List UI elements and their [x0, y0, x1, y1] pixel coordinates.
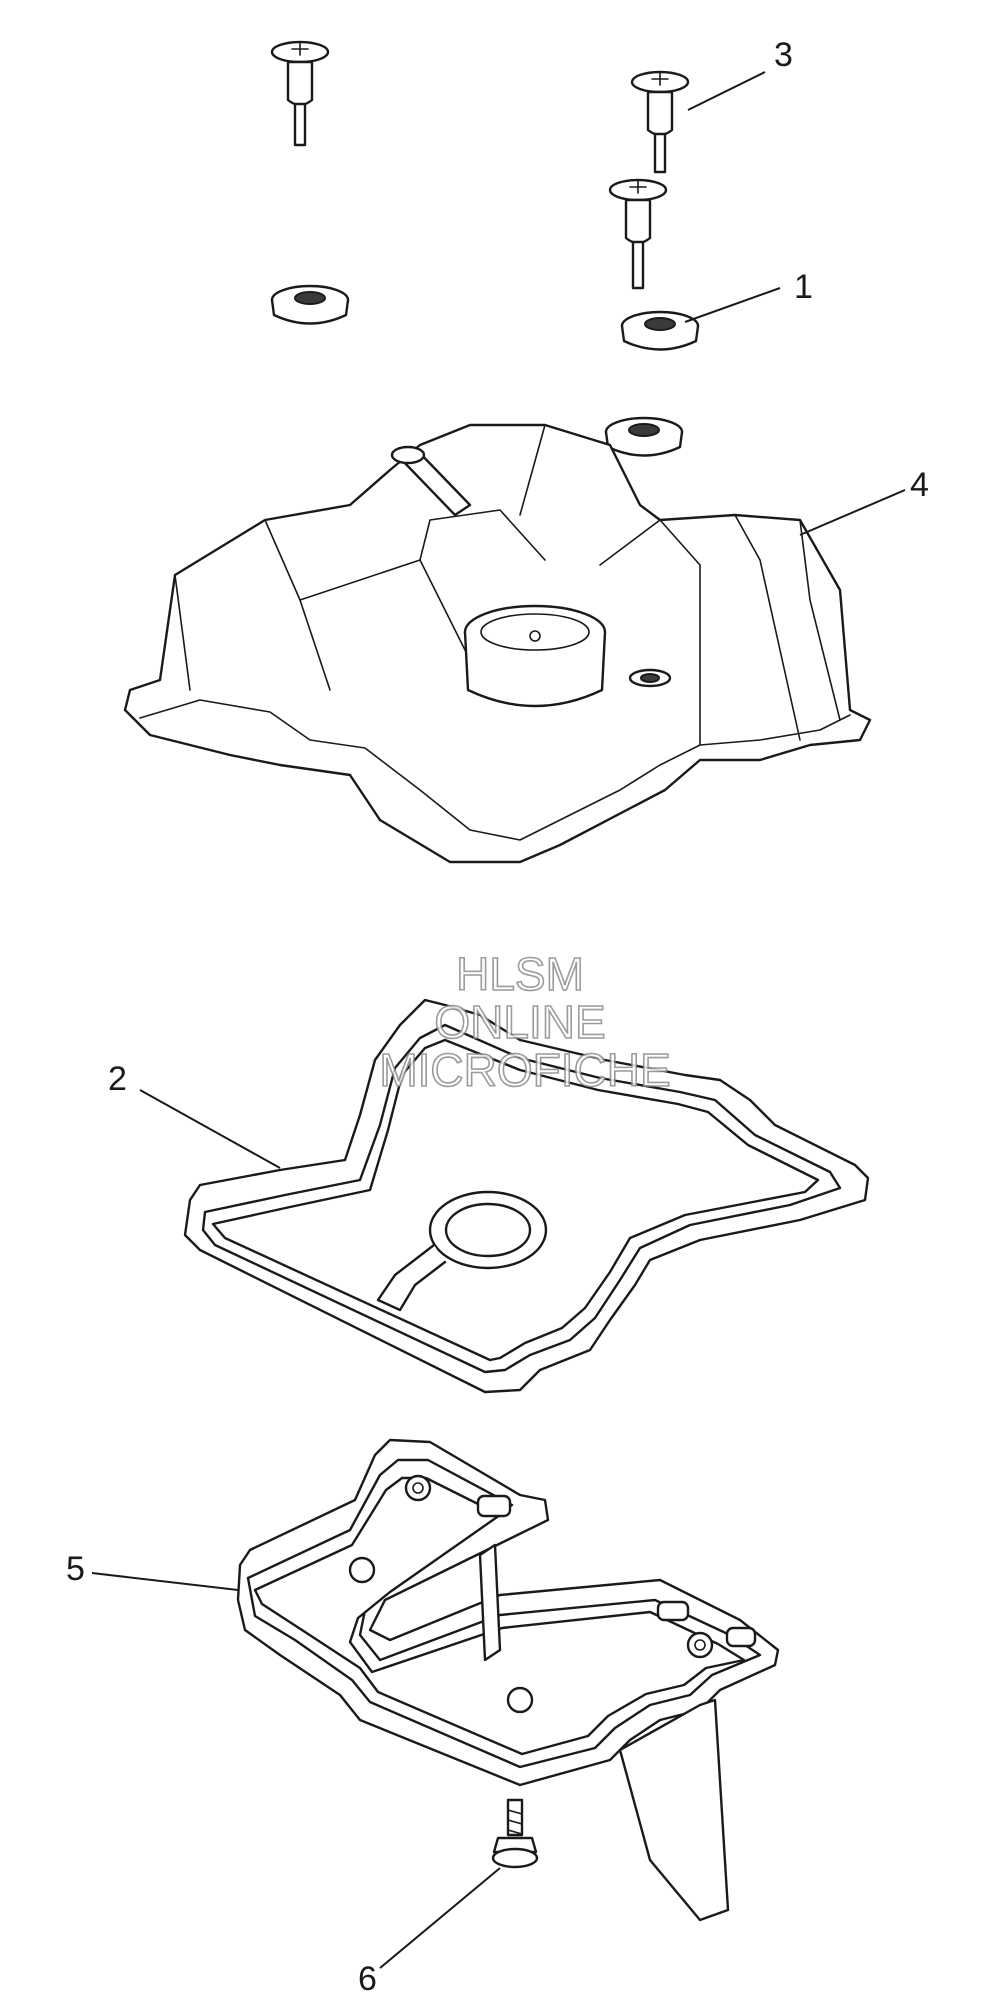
watermark-line-1: HLSM [456, 948, 584, 1000]
leader-4 [799, 489, 906, 536]
callout-4: 4 [910, 466, 929, 504]
watermark-line-2: ONLINE [434, 996, 605, 1048]
callout-6: 6 [358, 1960, 377, 1998]
bolt-top-left [270, 40, 330, 147]
leader-lines [91, 71, 906, 1969]
leader-2 [139, 1089, 281, 1169]
baffle-plate [236, 1438, 780, 1922]
leader-6 [379, 1867, 501, 1969]
bolt-right-lower [608, 178, 668, 290]
bolt-right-upper [630, 70, 690, 174]
callout-5: 5 [66, 1550, 85, 1588]
grommet-right [620, 310, 700, 351]
leader-3 [687, 71, 766, 111]
leader-5 [91, 1572, 239, 1591]
grommet-cover [604, 416, 684, 457]
callout-3: 3 [774, 36, 793, 74]
leader-1 [684, 287, 781, 323]
valve-cover-gasket [183, 998, 870, 1394]
callout-2: 2 [108, 1060, 127, 1098]
watermark-line-3: MICROFICHE [379, 1044, 670, 1096]
valve-cover [123, 423, 872, 864]
watermark: HLSM ONLINE MICROFICHE [379, 947, 672, 1097]
callout-1: 1 [794, 268, 813, 306]
grommet-left [270, 284, 350, 325]
screw [491, 1798, 539, 1869]
